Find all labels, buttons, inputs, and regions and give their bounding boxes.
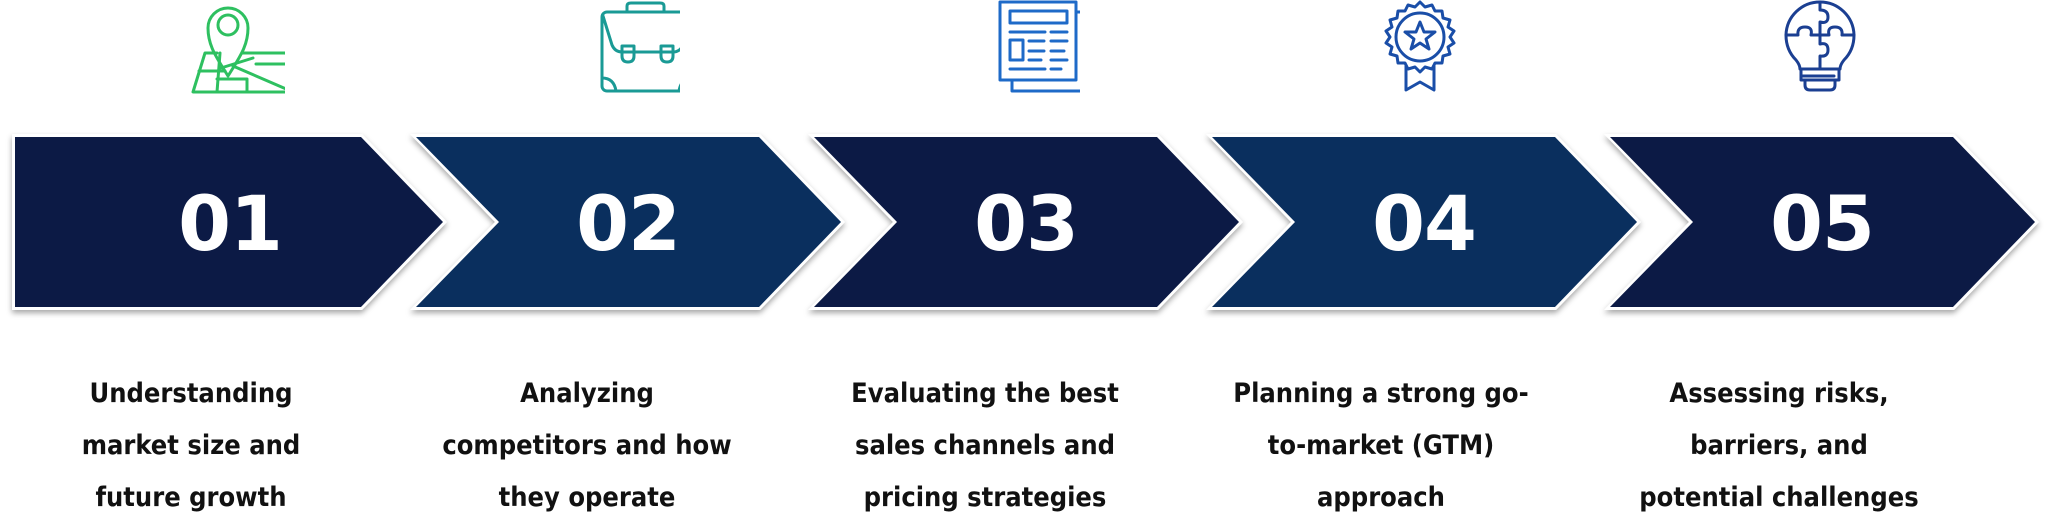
briefcase-icon — [570, 0, 680, 100]
step-2-arrow — [410, 134, 845, 310]
step-2-line-1: Analyzing — [520, 378, 654, 409]
step-1-line-1: Understanding — [89, 378, 293, 409]
step-3-line-2: sales channels and — [854, 430, 1116, 461]
step-5-line-2: barriers, and — [1690, 430, 1868, 461]
step-2-line-2: competitors and how — [442, 430, 732, 461]
award-badge-icon — [1370, 0, 1480, 100]
step-3-line-1: Evaluating the best — [851, 378, 1119, 409]
step-1-description: Understanding market size and future gro… — [26, 368, 356, 524]
step-4-arrow — [1206, 134, 1641, 310]
step-4-line-1: Planning a strong go- — [1233, 378, 1529, 409]
step-2-line-3: they operate — [498, 482, 676, 513]
step-1-arrow — [12, 134, 447, 310]
step-5-description: Assessing risks, barriers, and potential… — [1614, 368, 1944, 524]
step-4-line-3: approach — [1317, 482, 1445, 513]
step-1-line-2: market size and — [81, 430, 301, 461]
step-4-number: 04 — [1372, 179, 1477, 268]
puzzle-lightbulb-icon — [1770, 0, 1880, 100]
step-1-line-3: future growth — [95, 482, 287, 513]
step-1-number: 01 — [178, 179, 283, 268]
map-pin-icon — [175, 0, 285, 100]
step-4-description: Planning a strong go- to-market (GTM) ap… — [1216, 368, 1546, 524]
step-3-description: Evaluating the best sales channels and p… — [820, 368, 1150, 524]
step-4-line-2: to-market (GTM) — [1267, 430, 1495, 461]
newspaper-icon — [970, 0, 1080, 100]
step-5-line-3: potential challenges — [1639, 482, 1919, 513]
step-3-arrow — [808, 134, 1243, 310]
step-2-number: 02 — [576, 179, 681, 268]
step-3-line-3: pricing strategies — [863, 482, 1107, 513]
step-2-description: Analyzing competitors and how they opera… — [422, 368, 752, 524]
step-5-number: 05 — [1770, 179, 1875, 268]
step-3-number: 03 — [974, 179, 1079, 268]
step-5-line-1: Assessing risks, — [1669, 378, 1889, 409]
step-5-arrow — [1604, 134, 2039, 310]
